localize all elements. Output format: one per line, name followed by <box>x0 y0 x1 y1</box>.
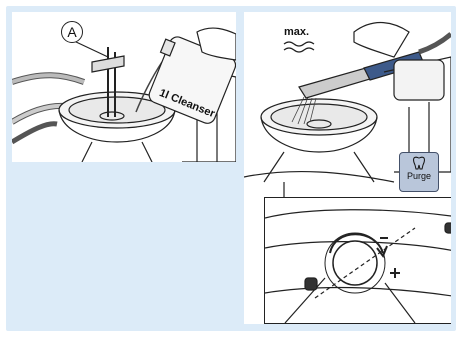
valve-detail-inset <box>264 197 451 324</box>
max-level-label: max. <box>284 26 309 38</box>
purge-button-label: Purge <box>407 171 431 181</box>
spraying-illustration: max. Purge <box>244 12 451 324</box>
cleanser-pouring-illustration: A 1l Cleanser <box>12 12 236 162</box>
purge-button[interactable]: Purge <box>399 152 439 192</box>
valve-rotation-drawing <box>265 198 451 323</box>
cleaning-bowl-drawing <box>12 12 236 162</box>
tooth-icon <box>412 156 426 170</box>
callout-a-label: A <box>61 21 83 43</box>
